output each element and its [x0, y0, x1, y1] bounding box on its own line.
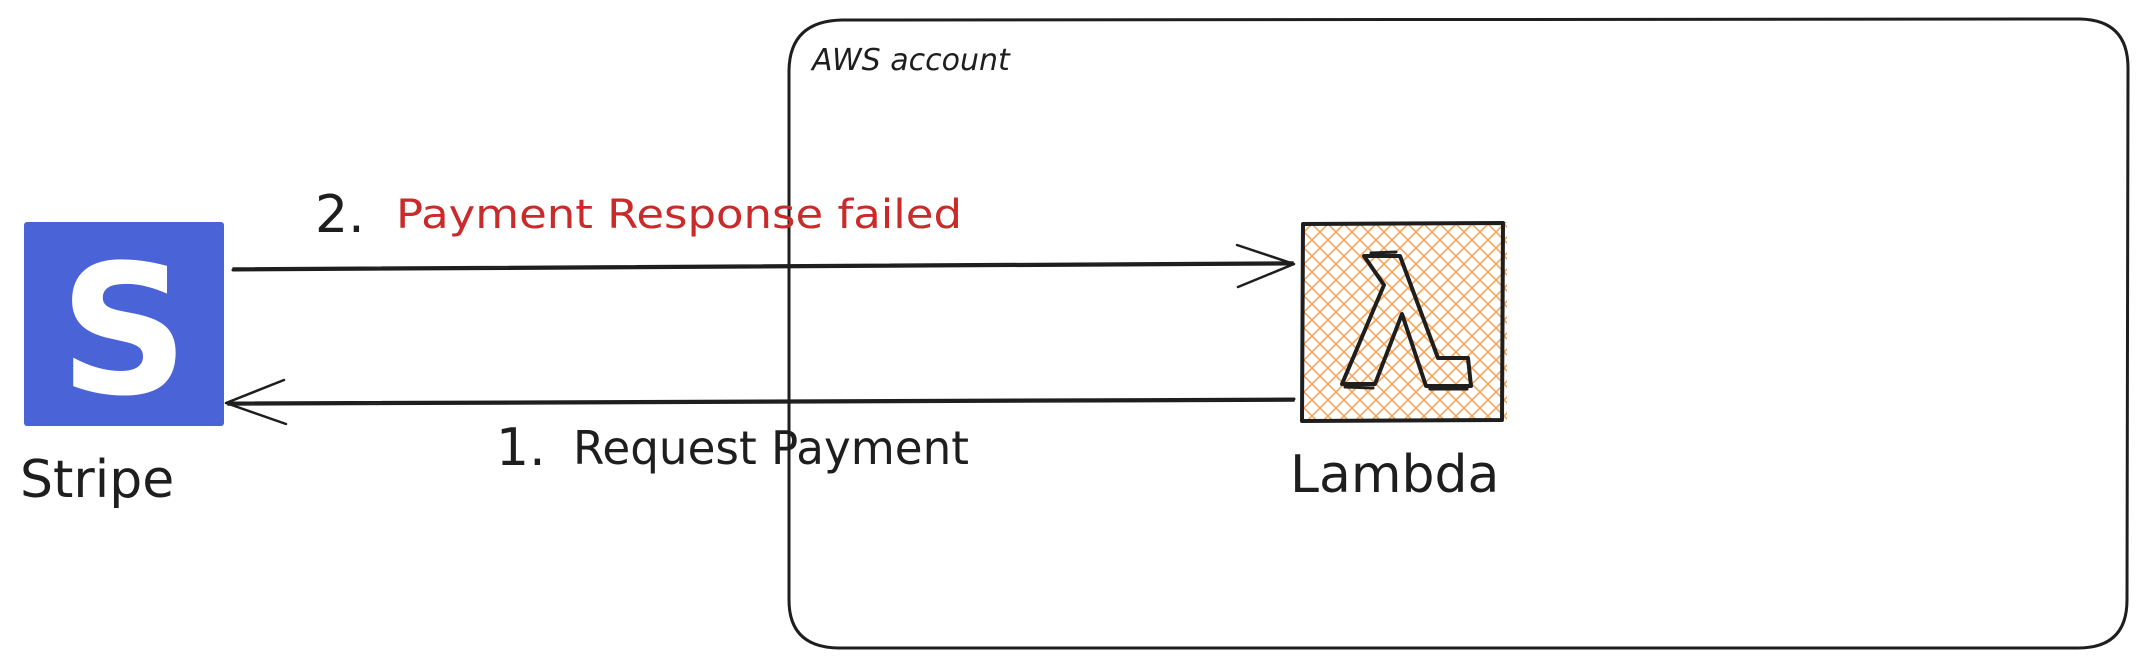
lambda-node[interactable]: Lambda	[1290, 221, 1507, 505]
request-arrow	[224, 378, 1296, 426]
lambda-icon	[1340, 250, 1473, 391]
aws-account-boundary: AWS account	[787, 17, 2130, 650]
response-step-number: 2.	[315, 185, 365, 245]
response-label: Payment Response failed	[396, 192, 962, 238]
response-arrow	[231, 243, 1296, 289]
request-step-number: 1.	[496, 418, 546, 478]
lambda-label: Lambda	[1290, 445, 1499, 505]
stripe-logo-letter: S	[59, 227, 189, 436]
aws-account-label: AWS account	[810, 43, 1011, 78]
stripe-label: Stripe	[20, 450, 174, 510]
stripe-node[interactable]: S Stripe	[20, 222, 224, 510]
stripe-logo-tile	[24, 222, 224, 426]
request-label: Request Payment	[573, 421, 969, 475]
